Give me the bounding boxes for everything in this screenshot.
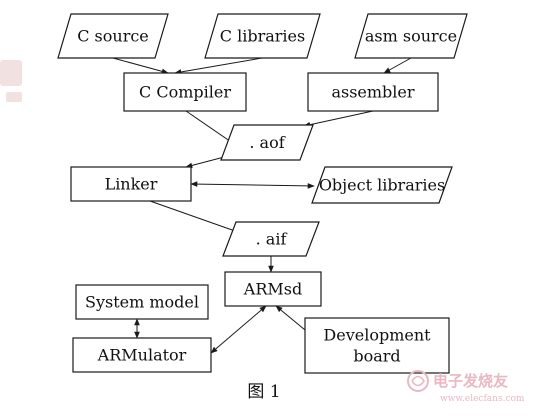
watermark-brand-text: 电子发烧友 bbox=[433, 372, 508, 390]
armulator-box-shape bbox=[72, 337, 212, 373]
edge-armulator-to-armsd bbox=[210, 305, 267, 354]
c-libraries-parallelogram-shape bbox=[204, 13, 321, 59]
node-c-source: C source bbox=[57, 13, 169, 59]
left-watermark-logo bbox=[0, 60, 22, 102]
node-c-libraries: C libraries bbox=[204, 13, 321, 59]
edges-layer bbox=[112, 57, 412, 354]
nodes-layer: C source C libraries asm source C Compiler a… bbox=[57, 13, 468, 374]
node-assembler: assembler bbox=[307, 72, 439, 112]
node-aif: . aif bbox=[222, 221, 320, 257]
edge-asm-source-to-assembler bbox=[383, 57, 412, 74]
elecfans-logo-icon bbox=[407, 370, 429, 392]
development-board-label-line: board bbox=[353, 347, 400, 366]
armsd-label: ARMsd bbox=[243, 280, 302, 299]
assembler-label: assembler bbox=[331, 83, 414, 102]
c-source-parallelogram-shape bbox=[57, 13, 169, 59]
edge-linker-to-object-libraries bbox=[190, 181, 315, 189]
armulator-label: ARMulator bbox=[97, 346, 187, 365]
node-armsd: ARMsd bbox=[224, 271, 322, 307]
right-watermark: 电子发烧友 www.elecfans.com bbox=[407, 370, 525, 404]
system-model-label: System model bbox=[85, 293, 199, 312]
c-libraries-label: C libraries bbox=[220, 27, 305, 46]
node-asm-source: asm source bbox=[354, 13, 468, 59]
node-object-libraries: Object libraries bbox=[311, 166, 453, 204]
object-libraries-parallelogram-shape bbox=[311, 166, 453, 204]
asm-source-parallelogram-shape bbox=[354, 13, 468, 59]
edge-aof-to-linker bbox=[185, 155, 229, 169]
node-aof: . aof bbox=[220, 124, 314, 161]
watermark-url-text: www.elecfans.com bbox=[440, 394, 525, 404]
aof-label: . aof bbox=[249, 133, 285, 152]
node-c-compiler: C Compiler bbox=[123, 72, 247, 112]
development-board-label-line: Development bbox=[323, 326, 431, 345]
node-linker: Linker bbox=[70, 166, 192, 202]
asm-source-label: asm source bbox=[365, 27, 457, 46]
c-compiler-label: C Compiler bbox=[139, 83, 231, 102]
c-compiler-box-shape bbox=[123, 72, 247, 112]
node-system-model: System model bbox=[75, 284, 209, 320]
node-development-board: Development board bbox=[304, 317, 450, 374]
armsd-box-shape bbox=[224, 271, 322, 307]
aif-parallelogram-shape bbox=[222, 221, 320, 257]
linker-box-shape bbox=[70, 166, 192, 202]
aof-parallelogram-shape bbox=[220, 124, 314, 161]
edge-assembler-to-aof bbox=[303, 110, 374, 128]
aif-label: . aif bbox=[256, 230, 288, 249]
linker-label: Linker bbox=[105, 175, 158, 194]
figure-caption: 图 1 bbox=[247, 382, 280, 402]
c-source-label: C source bbox=[77, 27, 149, 46]
system-model-box-shape bbox=[75, 284, 209, 320]
node-armulator: ARMulator bbox=[72, 337, 212, 373]
development-board-box-shape bbox=[304, 317, 450, 374]
assembler-box-shape bbox=[307, 72, 439, 112]
object-libraries-label: Object libraries bbox=[319, 176, 445, 195]
edge-c-source-to-c-compiler bbox=[112, 57, 169, 75]
edge-c-libraries-to-c-compiler bbox=[174, 57, 263, 75]
